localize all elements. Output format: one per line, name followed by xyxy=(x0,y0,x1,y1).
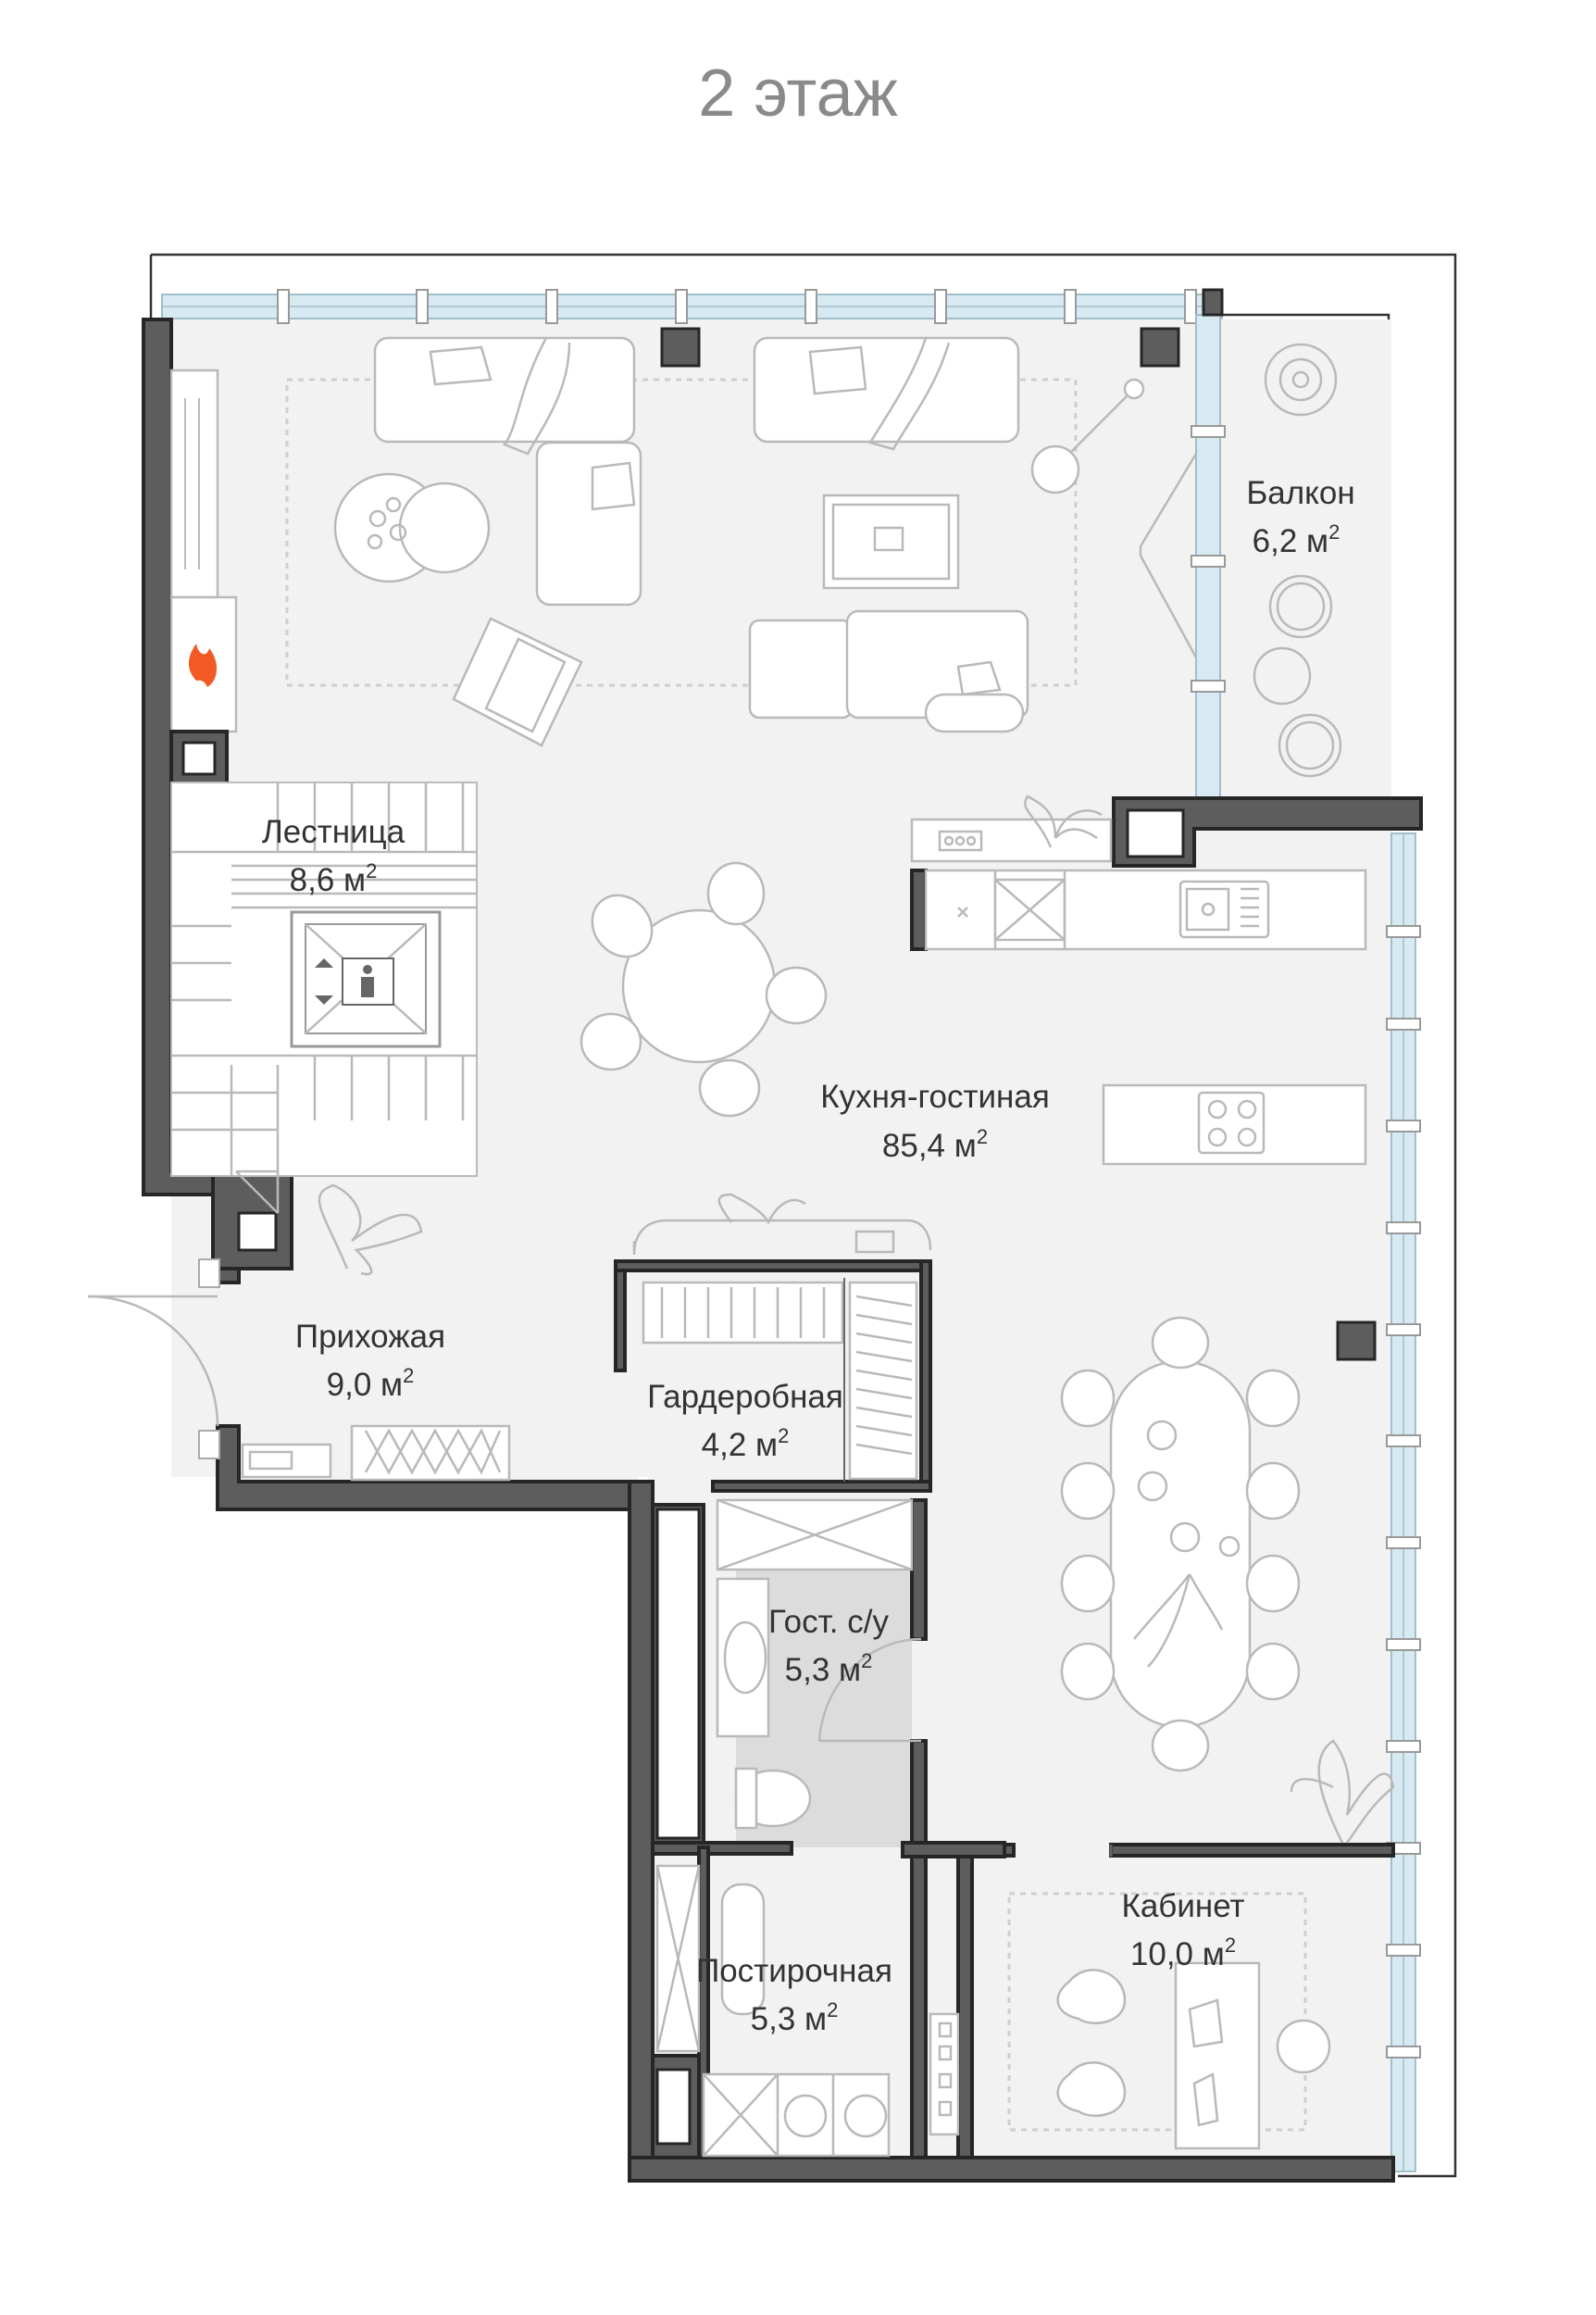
room-label-kitchen-living: Кухня-гостиная 85,4 м2 xyxy=(820,1079,1050,1164)
svg-text:5,3 м2: 5,3 м2 xyxy=(751,1998,839,2037)
right-windows xyxy=(1386,832,1421,2172)
svg-text:Постирочная: Постирочная xyxy=(696,1953,892,1989)
armchair xyxy=(452,617,583,747)
column xyxy=(1140,327,1180,368)
svg-text:Балкон: Балкон xyxy=(1246,475,1354,511)
room-label-wardrobe: Гардеробная 4,2 м2 xyxy=(647,1379,843,1463)
guest-bath-fixtures xyxy=(716,1498,922,1830)
top-windows xyxy=(161,289,1223,324)
fireplace xyxy=(169,369,238,789)
entrance-bench xyxy=(241,1424,511,1482)
room-label-laundry: Постирочная 5,3 м2 xyxy=(696,1953,892,2037)
kitchen-counter xyxy=(910,818,1367,951)
balcony-plant xyxy=(1264,343,1338,417)
room-label-guest-bath: Гост. с/у 5,3 м2 xyxy=(768,1604,889,1688)
sofa-right xyxy=(753,336,1020,451)
walls xyxy=(142,288,1423,2183)
svg-text:Кухня-гостиная: Кухня-гостиная xyxy=(820,1079,1050,1115)
entrance-door[interactable] xyxy=(87,1258,220,1459)
svg-text:Кабинет: Кабинет xyxy=(1121,1888,1244,1924)
window-plant xyxy=(1290,1739,1395,1844)
room-label-stairs: Лестница 8,6 м2 xyxy=(262,814,405,898)
wardrobe-fittings xyxy=(632,1193,932,1482)
svg-text:Гост. с/у: Гост. с/у xyxy=(768,1604,889,1640)
floor-lamp xyxy=(1030,378,1145,494)
sofa-left xyxy=(373,336,642,607)
room-label-office: Кабинет 10,0 м2 xyxy=(1121,1888,1244,1972)
room-label-balcony: Балкон 6,2 м2 xyxy=(1246,475,1354,559)
living-rug xyxy=(285,378,1078,687)
svg-text:5,3 м2: 5,3 м2 xyxy=(785,1649,873,1688)
svg-text:10,0 м2: 10,0 м2 xyxy=(1130,1933,1236,1972)
round-dining xyxy=(580,861,828,1118)
svg-text:Лестница: Лестница xyxy=(262,814,405,850)
kitchen-plant xyxy=(1024,795,1103,848)
column xyxy=(1336,1320,1377,1361)
svg-text:6,2 м2: 6,2 м2 xyxy=(1253,520,1340,559)
terrace-outline xyxy=(151,253,1457,2178)
svg-text:85,4 м2: 85,4 м2 xyxy=(882,1125,988,1164)
svg-text:Гардеробная: Гардеробная xyxy=(647,1379,843,1415)
svg-text:Прихожая: Прихожая xyxy=(295,1319,445,1355)
svg-text:8,6 м2: 8,6 м2 xyxy=(290,859,378,898)
entrance-plant xyxy=(318,1183,423,1276)
floor-title: 2 этаж xyxy=(698,56,898,131)
balcony-chairs xyxy=(1253,574,1342,778)
column xyxy=(660,327,701,368)
fireplace-fire-icon xyxy=(188,644,218,687)
svg-text:4,2 м2: 4,2 м2 xyxy=(702,1424,790,1463)
room-label-hallway: Прихожая 9,0 м2 xyxy=(295,1319,445,1403)
staircase xyxy=(170,782,478,1214)
laundry-fixtures xyxy=(655,1864,891,2158)
balcony-window xyxy=(1139,314,1226,807)
svg-text:9,0 м2: 9,0 м2 xyxy=(327,1364,415,1403)
office-furniture xyxy=(929,1845,1331,2150)
sofa-lower xyxy=(748,609,1029,733)
dining-table xyxy=(1060,1316,1301,1772)
kitchen-island xyxy=(1102,1083,1367,1166)
